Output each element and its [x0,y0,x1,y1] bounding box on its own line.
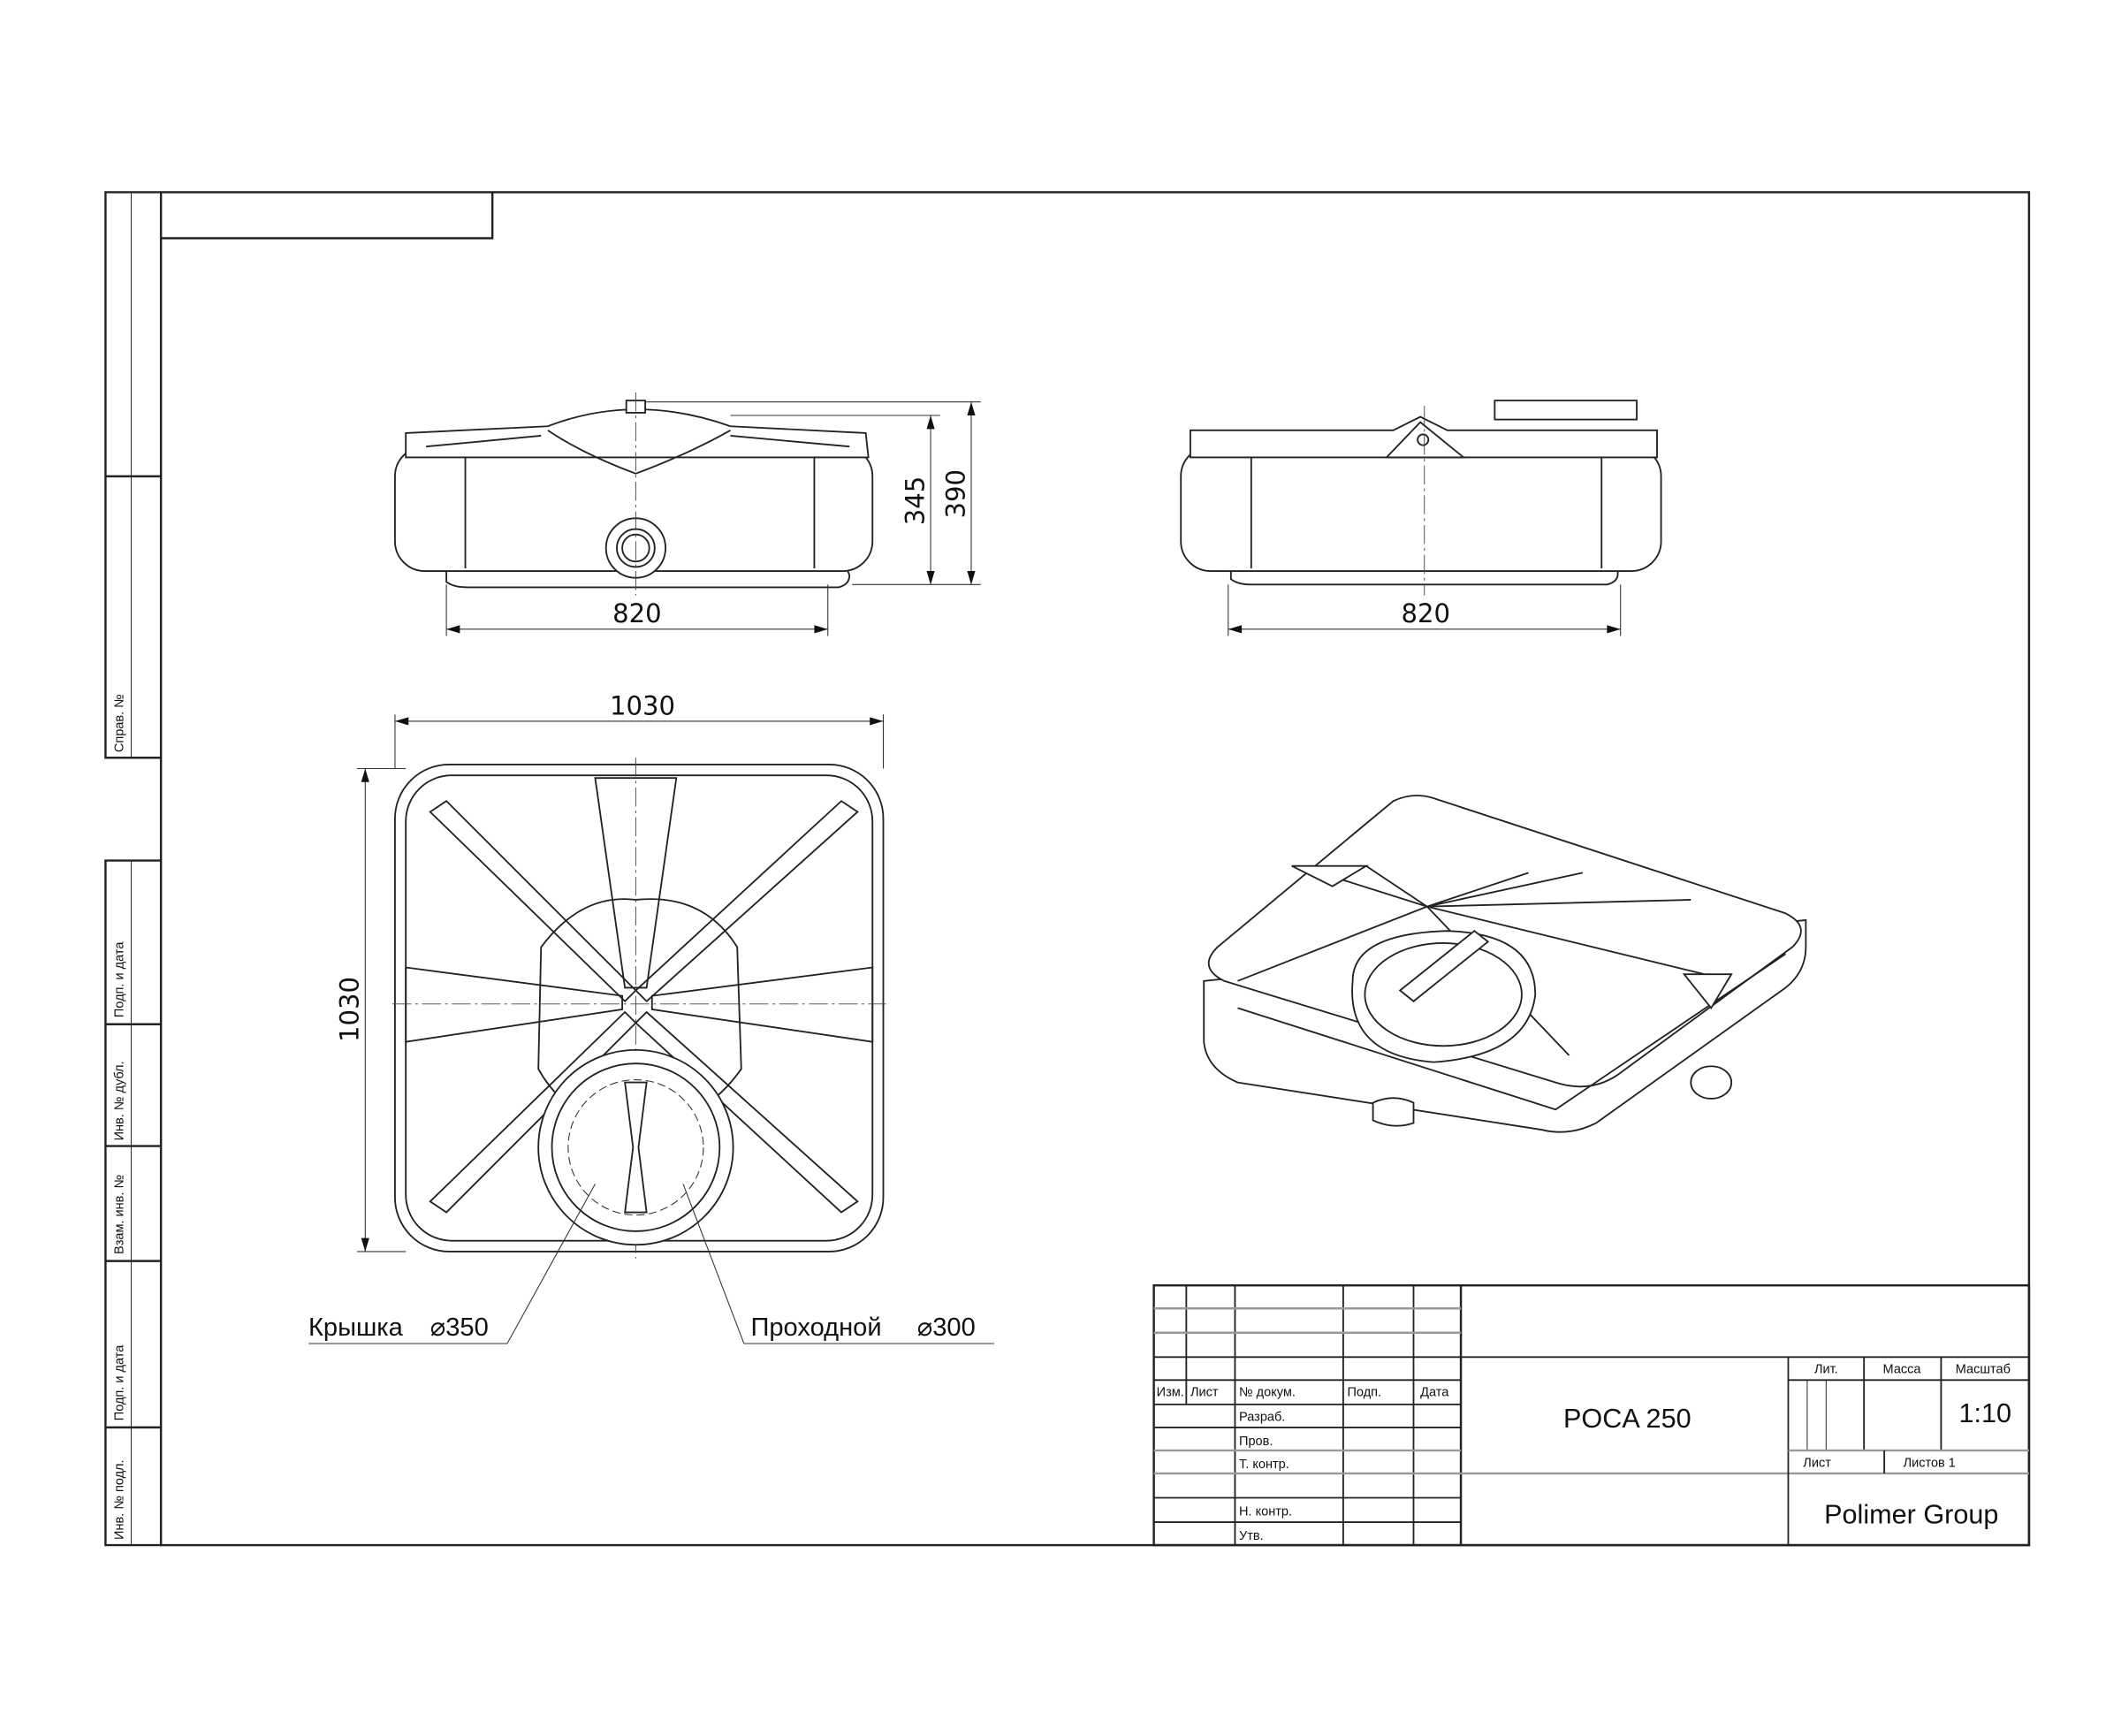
stamp-column: Справ. № Подп. и дата Инв. № дубл. Взам.… [112,694,126,1540]
stamp-podp-data-2: Подп. и дата [112,1344,126,1421]
side-width-dimension: 820 [1402,598,1451,628]
lid-callout-diameter: ⌀350 [430,1313,489,1342]
manhole-callout-label: Проходной [750,1313,881,1342]
role-razrab: Разраб. [1239,1410,1285,1424]
header-izm: Изм. [1157,1386,1184,1400]
header-doc-no: № докум. [1239,1386,1296,1400]
isometric-view [1203,795,1807,1133]
front-width-dimension: 820 [612,598,662,628]
role-prov: Пров. [1239,1435,1273,1449]
stamp-sprav-no: Справ. № [112,694,126,752]
product-name: POCA 250 [1563,1404,1691,1434]
header-data: Дата [1420,1386,1449,1400]
front-total-height-dimension: 390 [940,469,970,519]
front-view: 820 345 390 [394,392,981,636]
manhole-callout-diameter: ⌀300 [917,1313,976,1342]
header-podp: Подп. [1347,1386,1381,1400]
stamp-inv-no-dubl: Инв. № дубл. [112,1061,126,1140]
stamp-podp-data-1: Подп. и дата [112,941,126,1018]
sheet-label: Лист [1803,1456,1831,1470]
role-utv: Утв. [1239,1529,1264,1543]
lit-label: Лит. [1814,1363,1838,1377]
title-block: Изм. Лист № докум. Подп. Дата Разраб. Пр… [1152,1283,2031,1547]
scale-label: Масштаб [1956,1363,2011,1377]
side-view: 820 [1180,400,1662,636]
top-view: 1030 1030 Крышка ⌀350 Проходной ⌀300 [308,690,994,1344]
top-depth-dimension: 1030 [335,977,365,1042]
sheets-label: Листов 1 [1904,1456,1956,1470]
lid-callout-label: Крышка [308,1313,404,1342]
top-width-dimension: 1030 [610,690,675,720]
mass-label: Масса [1883,1363,1922,1377]
stamp-inv-no-podl: Инв. № подл. [112,1459,126,1540]
sheet-frame [104,191,2031,1547]
front-body-height-dimension: 345 [900,476,930,526]
role-n-kontr: Н. контр. [1239,1504,1292,1519]
stamp-vzam-inv-no: Взам. инв. № [112,1175,126,1254]
scale-value: 1:10 [1958,1398,2011,1428]
role-t-kontr: Т. контр. [1239,1458,1289,1472]
header-list: Лист [1190,1386,1219,1400]
company-name: Polimer Group [1824,1500,1998,1530]
